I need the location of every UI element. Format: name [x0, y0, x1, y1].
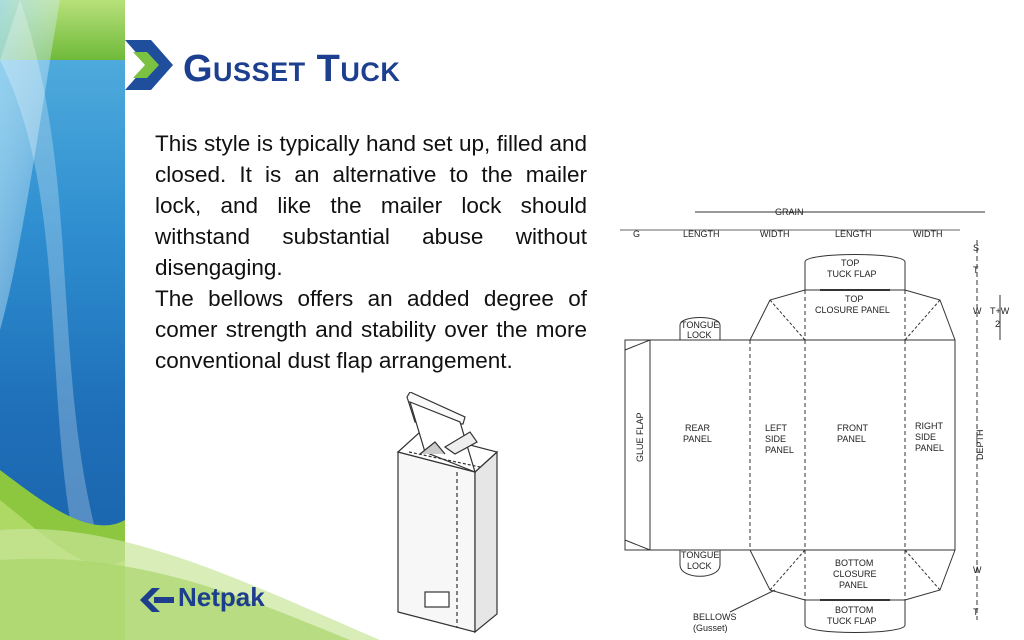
netpak-logo-icon	[140, 588, 174, 612]
t-bottom-label: T	[973, 607, 979, 617]
depth-label: DEPTH	[975, 429, 985, 460]
top-tuck-label-2: TUCK FLAP	[827, 269, 877, 279]
bottom-tuck-label-2: TUCK FLAP	[827, 616, 877, 626]
glue-flap-label: GLUE FLAP	[635, 412, 645, 462]
front-panel-label-1: FRONT	[837, 423, 868, 433]
slide-title: Gusset Tuck	[183, 48, 401, 90]
tw-top-label: T+W	[990, 306, 1010, 316]
bottom-closure-label-3: PANEL	[839, 580, 868, 590]
body-text: This style is typically hand set up, fil…	[155, 128, 587, 376]
left-side-label-3: PANEL	[765, 445, 794, 455]
g-label: G	[633, 229, 640, 239]
right-side-label-3: PANEL	[915, 443, 944, 453]
s-label: S	[973, 243, 979, 253]
grain-label: GRAIN	[775, 207, 804, 217]
width-label-1: WIDTH	[760, 229, 790, 239]
tongue-lock-top-label-2: LOCK	[687, 330, 712, 340]
left-side-label-2: SIDE	[765, 434, 786, 444]
right-side-label-2: SIDE	[915, 432, 936, 442]
rear-panel-label-2: PANEL	[683, 434, 712, 444]
front-panel-label-2: PANEL	[837, 434, 866, 444]
chevron-arrow-icon	[125, 40, 173, 90]
tongue-lock-bottom-label-1: TONGUE	[681, 550, 719, 560]
t-label: T	[973, 265, 979, 275]
tw-bottom-label: 2	[995, 319, 1000, 329]
tongue-lock-top-label-1: TONGUE	[681, 320, 719, 330]
bottom-closure-label-1: BOTTOM	[835, 558, 873, 568]
length-label-2: LENGTH	[835, 229, 872, 239]
width-label-2: WIDTH	[913, 229, 943, 239]
right-side-label-1: RIGHT	[915, 421, 944, 431]
bellows-label-2: (Gusset)	[693, 623, 728, 633]
w-label: W	[973, 306, 982, 316]
top-closure-label-1: TOP	[845, 294, 863, 304]
w-bottom-label: W	[973, 565, 982, 575]
top-closure-label-2: CLOSURE PANEL	[815, 305, 890, 315]
bottom-closure-label-2: CLOSURE	[833, 569, 877, 579]
netpak-logo: Netpak	[140, 580, 290, 620]
tongue-lock-bottom-label-2: LOCK	[687, 561, 712, 571]
bellows-label-1: BELLOWS	[693, 612, 737, 622]
paragraph-1: This style is typically hand set up, fil…	[155, 131, 587, 280]
netpak-logo-text: Netpak	[178, 582, 265, 612]
length-label-1: LENGTH	[683, 229, 720, 239]
paragraph-2: The bellows offers an added degree of co…	[155, 286, 587, 373]
left-side-label-1: LEFT	[765, 423, 788, 433]
rear-panel-label-1: REAR	[685, 423, 711, 433]
dieline-diagram: GRAIN G LENGTH WIDTH LENGTH WIDTH S T W …	[620, 207, 1010, 633]
green-swoosh	[0, 528, 380, 640]
bottom-tuck-label-1: BOTTOM	[835, 605, 873, 615]
box-illustration	[396, 392, 499, 634]
top-tuck-label-1: TOP	[841, 258, 859, 268]
